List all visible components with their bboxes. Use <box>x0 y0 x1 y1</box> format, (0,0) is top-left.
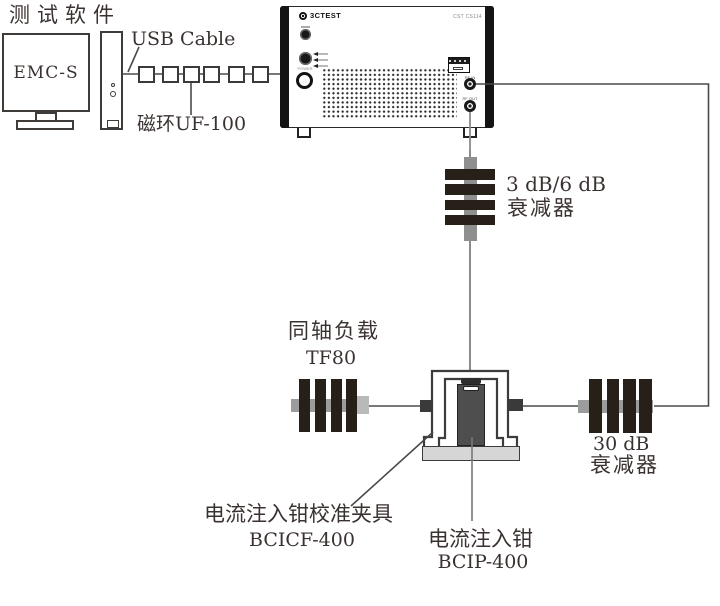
fixture-label: 电流注入钳校准夹具 <box>204 502 393 526</box>
generator-left-handle <box>280 6 289 128</box>
attenuator-fin <box>445 169 495 180</box>
monitor-screen-label: EMC-S <box>13 62 79 83</box>
indicator-label-bar <box>301 26 310 28</box>
injection-probe-body <box>457 384 485 446</box>
ferrite-bead <box>203 66 220 83</box>
fixture-right-port <box>508 399 523 411</box>
ventilation-grille <box>321 67 457 118</box>
fixture-outer-frame <box>422 369 519 447</box>
attenuator-fin <box>589 379 602 433</box>
fixture-label-pointer-line <box>350 431 434 507</box>
rf-out-label: RF OUT <box>462 96 478 101</box>
tower-power-button-icon <box>110 91 116 97</box>
usb-label-pointer-line <box>127 46 140 73</box>
probe-label: 电流注入钳 <box>428 527 533 551</box>
attenuator-3-6db-label-cn: 衰减器 <box>507 196 576 220</box>
fixture-base-plate <box>422 446 520 461</box>
meter-port-band <box>449 58 469 64</box>
ferrite-bead <box>183 66 200 83</box>
generator-foot <box>297 128 311 138</box>
coax-load-fin <box>299 379 310 432</box>
generator-right-handle <box>485 6 494 128</box>
meter-port-slot <box>453 66 463 70</box>
power-knob-label: POWER <box>297 66 313 71</box>
ferrite-bead <box>228 66 245 83</box>
fixture-left-port <box>420 400 433 412</box>
rf-in-return-line <box>476 83 710 407</box>
attenuator-fin <box>445 214 495 225</box>
ferrite-bead <box>252 66 269 83</box>
attenuator-fin <box>606 379 619 433</box>
attenuator-30db-label: 30 dB <box>593 433 650 455</box>
coax-load-fin <box>331 379 342 432</box>
fixture-model: BCICF-400 <box>249 529 355 551</box>
brand-name: 3CTEST <box>310 11 342 20</box>
indicator-knob-icon <box>300 29 311 40</box>
coax-load-connector <box>357 396 369 414</box>
monitor: EMC-S <box>2 33 90 112</box>
tower-drive-slot <box>107 120 119 128</box>
probe-model: BCIP-400 <box>437 551 529 573</box>
brand-logo-icon <box>299 12 307 20</box>
software-label: 测试软件 <box>9 3 121 27</box>
attenuator-fin <box>623 379 636 433</box>
monitor-stand-base <box>16 120 74 130</box>
attenuator-30db-label-cn: 衰减器 <box>590 453 659 477</box>
attenuator-3-6db-label: 3 dB/6 dB <box>506 172 606 196</box>
attenuator-fin <box>639 379 652 433</box>
rf-out-connector-icon <box>464 100 476 112</box>
ferrite-bead <box>162 66 179 83</box>
tower-led-icon <box>111 83 115 87</box>
ferrite-label: 磁环UF-100 <box>137 113 247 135</box>
coax-load-fin <box>346 379 357 432</box>
usb-cable-label: USB Cable <box>131 28 236 50</box>
ferrite-bead <box>138 66 155 83</box>
model-name: CST CS114 <box>453 14 482 20</box>
attenuator-fin <box>445 184 495 195</box>
coax-load-label: 同轴负载 <box>288 319 380 343</box>
attenuator-fin <box>445 199 495 210</box>
coax-load-fin <box>315 379 326 432</box>
meter-port <box>448 57 470 73</box>
injection-probe-cap <box>461 378 481 384</box>
pc-tower <box>100 31 123 130</box>
rf-in-connector-icon <box>464 78 476 90</box>
coax-load-model: TF80 <box>306 347 357 369</box>
rf-in-label: RF IN <box>464 74 476 80</box>
selector-knob-icon <box>299 52 312 65</box>
injection-probe-connector <box>463 386 479 391</box>
power-knob-icon <box>296 72 313 89</box>
selector-marks-icon <box>313 52 328 68</box>
